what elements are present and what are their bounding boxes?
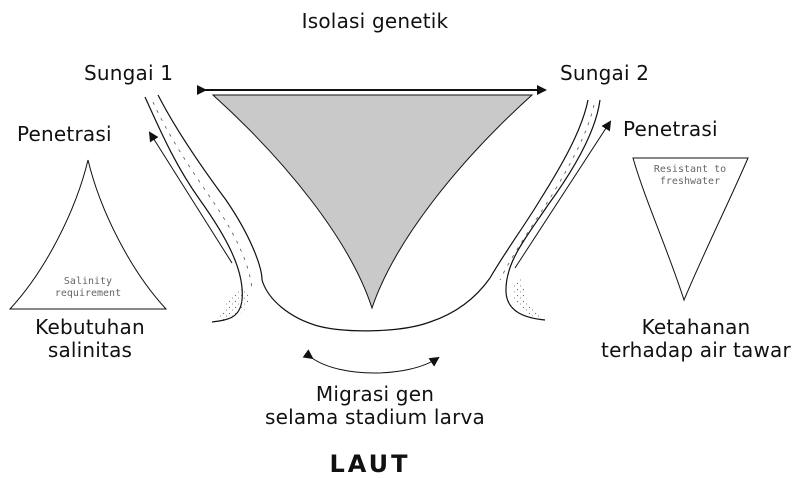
- sand-patch-left: [218, 287, 248, 320]
- migration-arc: [312, 358, 438, 373]
- penetration-arrow-left: [150, 133, 232, 263]
- resistance-caption: Ketahanan terhadap air tawar: [580, 316, 812, 362]
- river-2-centerline: [500, 105, 594, 280]
- sea-label: LAUT: [310, 451, 430, 479]
- isolation-triangle: [213, 95, 532, 308]
- river-2-label: Sungai 2: [560, 62, 649, 85]
- migration-caption: Migrasi gen selama stadium larva: [245, 383, 505, 429]
- river-2-inner-bank: [490, 100, 588, 278]
- salinity-caption: Kebutuhan salinitas: [10, 316, 170, 362]
- diagram-title: Isolasi genetik: [282, 10, 468, 33]
- river-1-centerline: [153, 102, 252, 290]
- salinity-triangle-label: Salinity requirement: [48, 276, 128, 299]
- river-1-label: Sungai 1: [84, 62, 173, 85]
- penetration-arrow-right: [515, 122, 610, 268]
- penetration-right-label: Penetrasi: [623, 118, 718, 141]
- resistance-triangle-label: Resistant to freshwater: [640, 164, 740, 187]
- river-1-outer-bank: [145, 97, 242, 322]
- penetration-left-label: Penetrasi: [17, 123, 112, 146]
